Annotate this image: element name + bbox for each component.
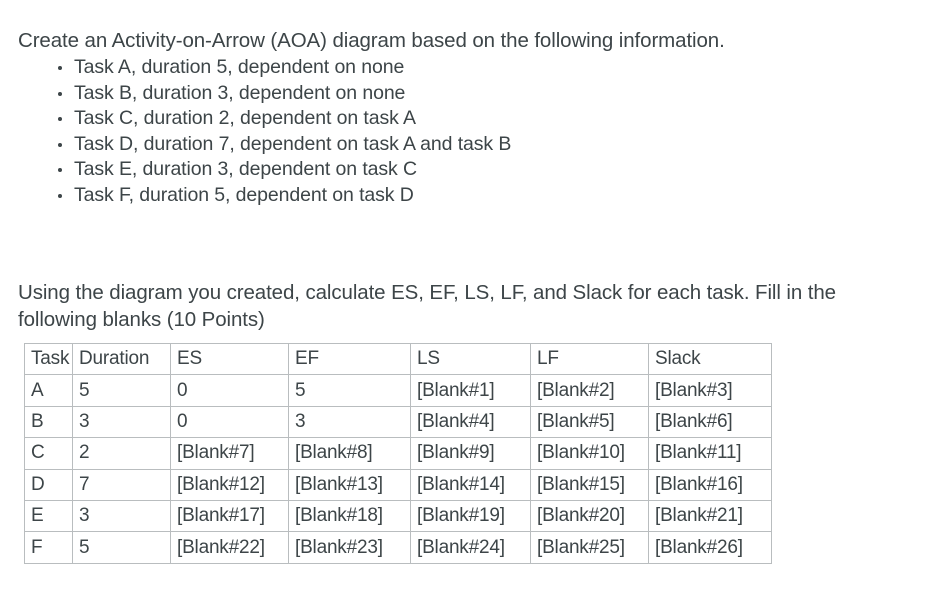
cell-lf-blank[interactable]: [Blank#5] bbox=[530, 405, 649, 439]
table-row: C 2 [Blank#7] [Blank#8] [Blank#9] [Blank… bbox=[24, 437, 772, 470]
column-header-ls: LS bbox=[410, 342, 531, 376]
table-row: F 5 [Blank#22] [Blank#23] [Blank#24] [Bl… bbox=[24, 531, 772, 564]
cell-ls-blank[interactable]: [Blank#1] bbox=[410, 374, 531, 407]
cell-duration: 3 bbox=[72, 499, 171, 533]
list-item: Task C, duration 2, dependent on task A bbox=[58, 106, 928, 132]
cell-ef: 5 bbox=[288, 374, 411, 407]
table-row: E 3 [Blank#17] [Blank#18] [Blank#19] [Bl… bbox=[24, 499, 772, 533]
list-item: Task F, duration 5, dependent on task D bbox=[58, 183, 928, 209]
column-header-ef: EF bbox=[288, 342, 411, 376]
cell-duration: 3 bbox=[72, 405, 171, 439]
cell-ef: 3 bbox=[288, 405, 411, 439]
cell-es: 0 bbox=[170, 374, 289, 407]
task-definition-list: Task A, duration 5, dependent on none Ta… bbox=[44, 55, 928, 208]
list-item: Task E, duration 3, dependent on task C bbox=[58, 157, 928, 183]
cell-duration: 2 bbox=[72, 437, 171, 470]
cell-task: D bbox=[24, 468, 73, 501]
cell-es-blank[interactable]: [Blank#22] bbox=[170, 531, 289, 564]
list-item: Task D, duration 7, dependent on task A … bbox=[58, 132, 928, 158]
list-item: Task B, duration 3, dependent on none bbox=[58, 81, 928, 107]
cell-task: B bbox=[24, 405, 73, 439]
cell-ls-blank[interactable]: [Blank#9] bbox=[410, 437, 531, 470]
column-header-es: ES bbox=[170, 342, 289, 376]
cell-ls-blank[interactable]: [Blank#19] bbox=[410, 499, 531, 533]
column-header-slack: Slack bbox=[648, 342, 772, 376]
cell-slack-blank[interactable]: [Blank#16] bbox=[648, 468, 772, 501]
cell-slack-blank[interactable]: [Blank#3] bbox=[648, 374, 772, 407]
table-row: A 5 0 5 [Blank#1] [Blank#2] [Blank#3] bbox=[24, 374, 772, 407]
schedule-blanks-table: Task Duration ES EF LS LF Slack A 5 0 5 … bbox=[24, 342, 772, 564]
list-item: Task A, duration 5, dependent on none bbox=[58, 55, 928, 81]
cell-task: A bbox=[24, 374, 73, 407]
intro-paragraph: Create an Activity-on-Arrow (AOA) diagra… bbox=[18, 28, 725, 52]
cell-lf-blank[interactable]: [Blank#20] bbox=[530, 499, 649, 533]
cell-lf-blank[interactable]: [Blank#2] bbox=[530, 374, 649, 407]
cell-ef-blank[interactable]: [Blank#18] bbox=[288, 499, 411, 533]
cell-ef-blank[interactable]: [Blank#13] bbox=[288, 468, 411, 501]
cell-ls-blank[interactable]: [Blank#14] bbox=[410, 468, 531, 501]
column-header-duration: Duration bbox=[72, 342, 171, 376]
cell-lf-blank[interactable]: [Blank#15] bbox=[530, 468, 649, 501]
cell-task: F bbox=[24, 531, 73, 564]
cell-duration: 5 bbox=[72, 531, 171, 564]
instructions-paragraph: Using the diagram you created, calculate… bbox=[18, 280, 836, 332]
cell-task: C bbox=[24, 437, 73, 470]
cell-lf-blank[interactable]: [Blank#10] bbox=[530, 437, 649, 470]
cell-ls-blank[interactable]: [Blank#24] bbox=[410, 531, 531, 564]
cell-ef-blank[interactable]: [Blank#23] bbox=[288, 531, 411, 564]
table-row: D 7 [Blank#12] [Blank#13] [Blank#14] [Bl… bbox=[24, 468, 772, 501]
cell-ef-blank[interactable]: [Blank#8] bbox=[288, 437, 411, 470]
cell-task: E bbox=[24, 499, 73, 533]
table-header-row: Task Duration ES EF LS LF Slack bbox=[24, 342, 772, 376]
cell-duration: 7 bbox=[72, 468, 171, 501]
cell-duration: 5 bbox=[72, 374, 171, 407]
cell-slack-blank[interactable]: [Blank#11] bbox=[648, 437, 772, 470]
cell-slack-blank[interactable]: [Blank#26] bbox=[648, 531, 772, 564]
column-header-lf: LF bbox=[530, 342, 649, 376]
cell-ls-blank[interactable]: [Blank#4] bbox=[410, 405, 531, 439]
cell-es-blank[interactable]: [Blank#12] bbox=[170, 468, 289, 501]
cell-es-blank[interactable]: [Blank#7] bbox=[170, 437, 289, 470]
cell-es-blank[interactable]: [Blank#17] bbox=[170, 499, 289, 533]
column-header-task: Task bbox=[24, 342, 73, 376]
table-row: B 3 0 3 [Blank#4] [Blank#5] [Blank#6] bbox=[24, 405, 772, 439]
cell-slack-blank[interactable]: [Blank#21] bbox=[648, 499, 772, 533]
cell-slack-blank[interactable]: [Blank#6] bbox=[648, 405, 772, 439]
cell-lf-blank[interactable]: [Blank#25] bbox=[530, 531, 649, 564]
cell-es: 0 bbox=[170, 405, 289, 439]
